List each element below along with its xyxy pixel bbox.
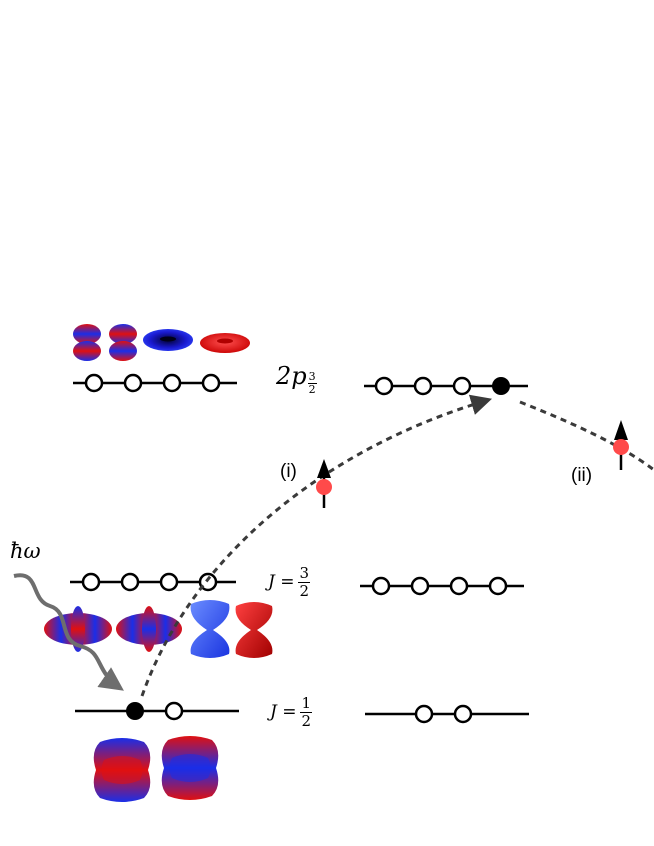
label-j32-den: 2 [299, 582, 310, 600]
cone-orbital-icon [235, 602, 273, 658]
orbitals-j32 [44, 600, 273, 658]
empty-state-circle [414, 704, 434, 724]
empty-state-circle [201, 373, 221, 393]
level-j32-right [360, 576, 524, 596]
empty-state-circle [123, 373, 143, 393]
empty-state-circle [159, 572, 179, 592]
photon-wave-icon [13, 573, 124, 691]
empty-state-circle [488, 576, 508, 596]
level-j12-left [75, 701, 239, 721]
empty-state-circle [413, 376, 433, 396]
electron-filled [126, 702, 144, 720]
spin-up-arrow-icon [613, 420, 629, 470]
label-2p32-den: 2 [308, 383, 316, 396]
torus-orbital-icon [143, 329, 193, 351]
cube-orbital-icon [93, 738, 151, 802]
orbitals-2p32 [73, 324, 250, 361]
empty-state-circle [120, 572, 140, 592]
label-j32-prefix: J = [268, 572, 295, 592]
empty-state-circle [452, 376, 472, 396]
label-step-ii: (ii) [571, 465, 593, 486]
transition-path-ii [519, 400, 654, 472]
label-j12-den: 2 [301, 712, 312, 730]
empty-state-circle [449, 576, 469, 596]
orbitals-j12 [93, 736, 219, 802]
label-2p32-main: 2p [276, 362, 307, 390]
empty-state-circle [371, 576, 391, 596]
transition-path-i [140, 394, 493, 697]
label-2p32-num: 3 [307, 370, 317, 384]
orbital-lobe-icon [73, 324, 101, 361]
level-j12-right [365, 704, 529, 724]
spin-up-arrow-icon [316, 459, 332, 508]
label-j12-prefix: J = [270, 702, 297, 722]
empty-state-circle [84, 373, 104, 393]
label-j32-num: 3 [298, 564, 311, 583]
orbital-lobe-icon [116, 606, 182, 652]
empty-state-circle [374, 376, 394, 396]
empty-state-circle [162, 373, 182, 393]
empty-state-circle [410, 576, 430, 596]
torus-orbital-icon [200, 333, 250, 353]
level-2p32-right [364, 376, 528, 396]
empty-state-circle [453, 704, 473, 724]
orbital-lobe-icon [109, 324, 137, 361]
cube-orbital-icon [161, 736, 219, 800]
label-j12-num: 1 [300, 694, 313, 713]
level-2p32-left [73, 373, 237, 393]
empty-state-circle [164, 701, 184, 721]
level-j32-left [70, 572, 236, 592]
label-photon: ħω [10, 539, 41, 563]
cone-orbital-icon [190, 600, 230, 658]
electron-filled [492, 377, 510, 395]
label-step-i: (i) [280, 461, 297, 482]
empty-state-circle [81, 572, 101, 592]
